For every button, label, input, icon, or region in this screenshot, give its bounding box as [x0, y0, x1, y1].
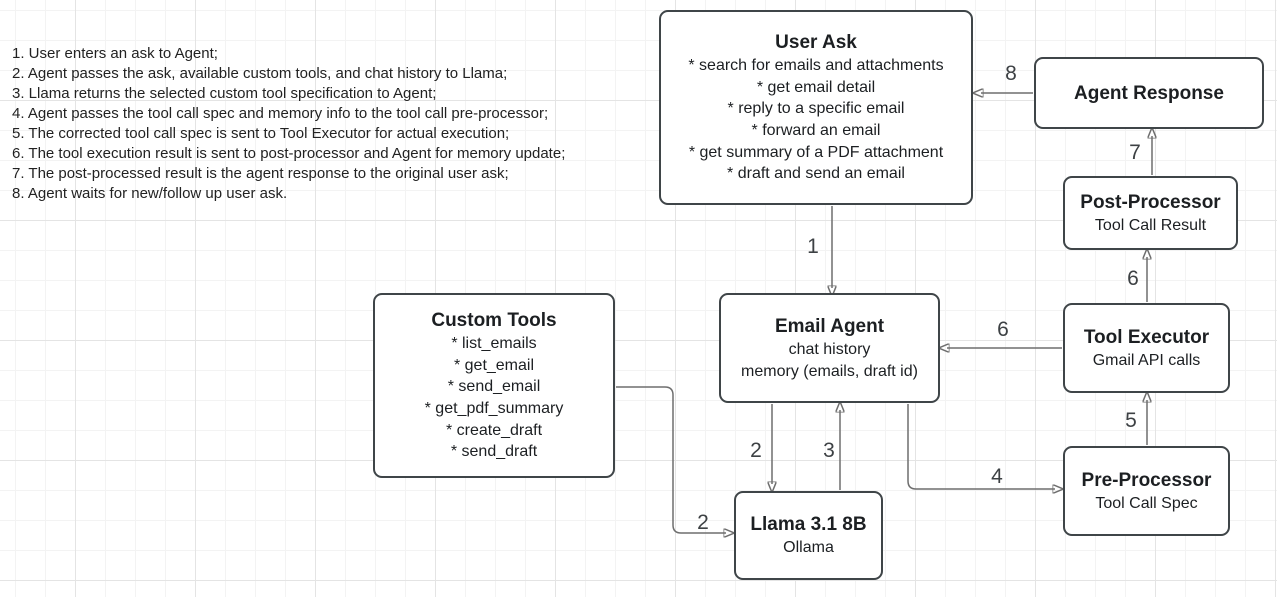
- node-custom-tools[interactable]: Custom Tools * list_emails * get_email *…: [373, 293, 615, 478]
- node-line: * get_pdf_summary: [424, 400, 564, 417]
- edge-label-1: 1: [807, 235, 819, 258]
- node-llama[interactable]: Llama 3.1 8B Ollama: [734, 491, 883, 580]
- node-title: Pre-Processor: [1081, 469, 1212, 491]
- node-line: * list_emails: [451, 334, 537, 352]
- node-line: * send_draft: [450, 443, 538, 461]
- node-line: * get summary of a PDF attachment: [688, 143, 944, 161]
- node-pre-processor[interactable]: Pre-Processor Tool Call Spec: [1063, 446, 1230, 536]
- node-line: memory (emails, draft id): [741, 362, 918, 380]
- node-line: Ollama: [783, 539, 834, 557]
- node-line: * search for emails and attachments: [688, 56, 944, 74]
- node-title: Custom Tools: [431, 309, 557, 331]
- edge-label-4: 4: [991, 465, 1003, 488]
- node-line: * forward an email: [751, 122, 881, 139]
- edge-4-email-agent-to-pre-processor[interactable]: [907, 404, 1055, 489]
- process-step-6: 6. The tool execution result is sent to …: [12, 145, 566, 162]
- node-line: Tool Call Result: [1094, 216, 1207, 234]
- process-step-2: 2. Agent passes the ask, available custo…: [12, 65, 508, 82]
- node-line: chat history: [788, 340, 871, 358]
- node-title: Post-Processor: [1080, 191, 1221, 213]
- process-step-5: 5. The corrected tool call spec is sent …: [12, 125, 510, 142]
- node-post-processor[interactable]: Post-Processor Tool Call Result: [1063, 176, 1238, 250]
- node-line: Tool Call Spec: [1095, 494, 1198, 512]
- node-line: * get_email: [453, 356, 535, 374]
- process-step-4: 4. Agent passes the tool call spec and m…: [12, 105, 549, 122]
- node-email-agent[interactable]: Email Agent chat history memory (emails,…: [719, 293, 940, 403]
- node-title: Tool Executor: [1083, 326, 1210, 348]
- edge-label-5: 5: [1125, 409, 1137, 432]
- node-tool-executor[interactable]: Tool Executor Gmail API calls: [1063, 303, 1230, 393]
- process-steps-list: 1. User enters an ask to Agent; 2. Agent…: [12, 44, 565, 204]
- edge-label-2: 2: [697, 511, 709, 534]
- edge-label-8: 8: [1005, 62, 1017, 85]
- node-line: * send_email: [447, 378, 541, 396]
- process-step-8: 8. Agent waits for new/follow up user as…: [12, 185, 288, 202]
- edge-label-3: 3: [823, 439, 835, 462]
- process-step-7: 7. The post-processed result is the agen…: [12, 165, 509, 182]
- process-step-3: 3. Llama returns the selected custom too…: [12, 85, 437, 102]
- process-step-1: 1. User enters an ask to Agent;: [12, 45, 218, 62]
- node-line: * get email detail: [756, 78, 876, 96]
- node-agent-response[interactable]: Agent Response: [1034, 57, 1264, 129]
- node-title: User Ask: [775, 31, 857, 53]
- node-line: * create_draft: [445, 421, 543, 439]
- edge-label-7: 7: [1129, 141, 1141, 164]
- node-line: * reply to a specific email: [727, 100, 905, 118]
- node-title: Email Agent: [774, 315, 885, 337]
- node-user-ask[interactable]: User Ask * search for emails and attachm…: [659, 10, 973, 205]
- edge-label-6: 6: [1127, 267, 1139, 290]
- node-title: Llama 3.1 8B: [750, 514, 867, 536]
- edge-label-2: 2: [750, 439, 762, 462]
- node-line: * draft and send an email: [727, 165, 905, 183]
- edge-2-custom-tools-to-llama[interactable]: [616, 386, 726, 533]
- node-title: Agent Response: [1074, 82, 1224, 104]
- node-line: Gmail API calls: [1092, 351, 1201, 369]
- edge-label-6: 6: [997, 318, 1009, 341]
